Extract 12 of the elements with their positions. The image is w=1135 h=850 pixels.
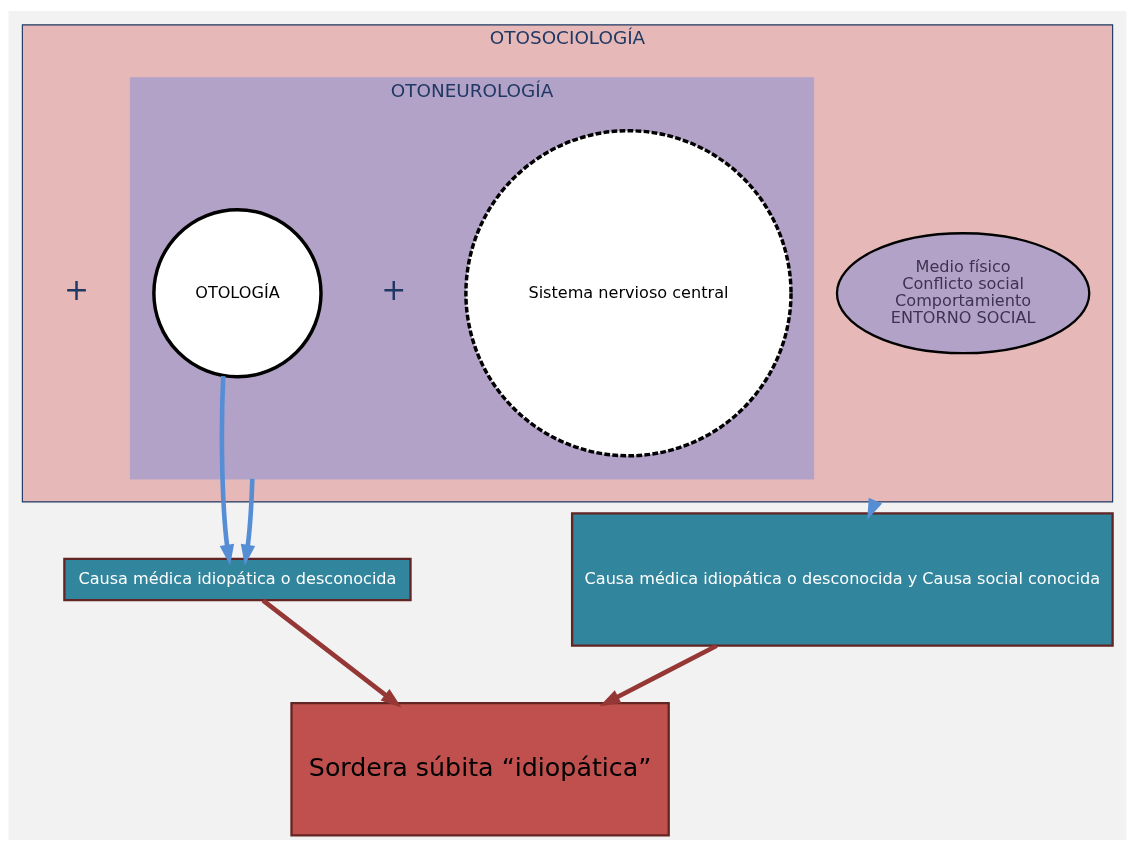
- arrow: [261, 598, 402, 707]
- node-ellipse: Medio físico Conflicto social Comportamiento ENTORNO SOCIAL: [835, 231, 1091, 354]
- node-box: Causa médica idiopática o desconocida: [63, 557, 412, 601]
- label: +: [63, 271, 89, 307]
- node-circle: OTOLOGÍA: [152, 207, 323, 379]
- arrow: [240, 478, 256, 565]
- arrow: [599, 643, 718, 706]
- arrow: [219, 375, 235, 565]
- node-box: Sordera súbita “idiopática”: [290, 701, 670, 837]
- label: +: [381, 271, 407, 307]
- node-circle: Sistema nervioso central: [464, 128, 793, 457]
- node-box: Causa médica idiopática o desconocida y Causa social conocida: [570, 511, 1114, 647]
